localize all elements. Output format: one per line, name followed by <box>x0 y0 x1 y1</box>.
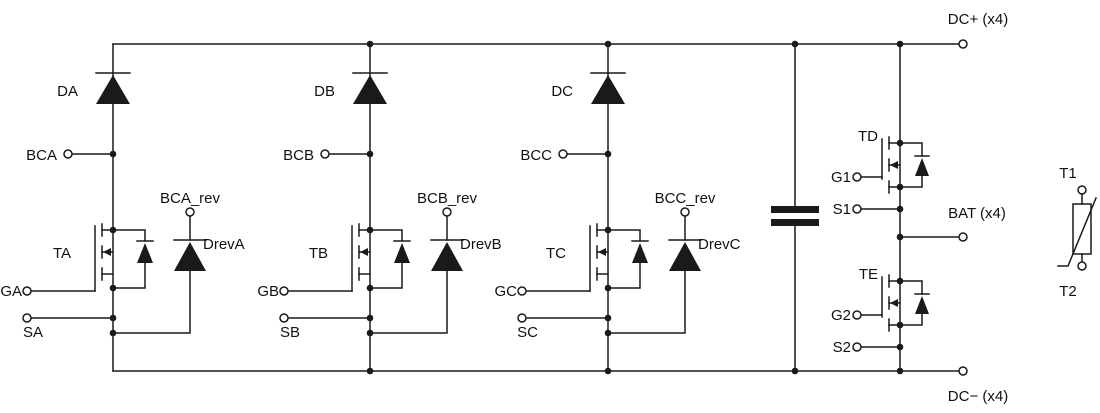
dc-minus-terminal <box>958 366 968 376</box>
dc-minus-label: DC− (x4) <box>948 388 1008 405</box>
bat-label: BAT (x4) <box>948 205 1006 222</box>
leg-a-drev-label: DrevA <box>203 236 245 253</box>
leg-b-symbol <box>279 43 464 372</box>
dc-plus-terminal <box>958 39 968 49</box>
dc-plus-rail <box>112 39 968 49</box>
leg-c-source-label: SC <box>517 324 538 341</box>
leg-c-bc-label: BCC <box>520 147 552 164</box>
dc-plus-label: DC+ (x4) <box>948 11 1008 28</box>
labels: DC+ (x4) DC− (x4) BAT (x4) DA BCA BCA_re… <box>0 11 1076 405</box>
leg-a-bc-label: BCA <box>26 147 57 164</box>
t2-label: T2 <box>1059 283 1077 300</box>
fet-te-symbol <box>852 274 930 352</box>
leg-c-symbol <box>517 43 702 372</box>
leg-c-diode-label: DC <box>551 83 573 100</box>
t1-label: T1 <box>1059 165 1077 182</box>
g1-label: G1 <box>831 169 851 186</box>
dc-minus-rail <box>112 366 968 376</box>
thermistor-symbol <box>1057 185 1097 271</box>
bat-terminal <box>958 232 968 242</box>
leg-a-bcrev-label: BCA_rev <box>160 190 221 207</box>
leg-c-bcrev-label: BCC_rev <box>655 190 716 207</box>
leg-b-drev-label: DrevB <box>460 236 502 253</box>
leg-b-mosfet-label: TB <box>309 245 328 262</box>
fet-td-symbol <box>852 136 930 214</box>
leg-b-source-label: SB <box>280 324 300 341</box>
s2-label: S2 <box>833 339 851 356</box>
fet-te-label: TE <box>859 266 878 283</box>
leg-a-source-label: SA <box>23 324 43 341</box>
battery-switch-branch <box>852 43 968 372</box>
leg-b-bc-label: BCB <box>283 147 314 164</box>
leg-a-gate-label: GA <box>0 283 22 300</box>
s1-label: S1 <box>833 201 851 218</box>
leg-b-gate-label: GB <box>257 283 279 300</box>
leg-a-symbol <box>22 43 207 372</box>
leg-b-diode-label: DB <box>314 83 335 100</box>
leg-a-diode-label: DA <box>57 83 78 100</box>
dc-link-capacitor <box>771 43 819 372</box>
leg-c-mosfet-label: TC <box>546 245 566 262</box>
t1-terminal <box>1077 185 1087 195</box>
leg-c-gate-label: GC <box>495 283 518 300</box>
fet-td-label: TD <box>858 128 878 145</box>
t2-terminal <box>1077 261 1087 271</box>
leg-b-bcrev-label: BCB_rev <box>417 190 478 207</box>
leg-c-drev-label: DrevC <box>698 236 741 253</box>
g2-label: G2 <box>831 307 851 324</box>
leg-a-mosfet-label: TA <box>53 245 71 262</box>
